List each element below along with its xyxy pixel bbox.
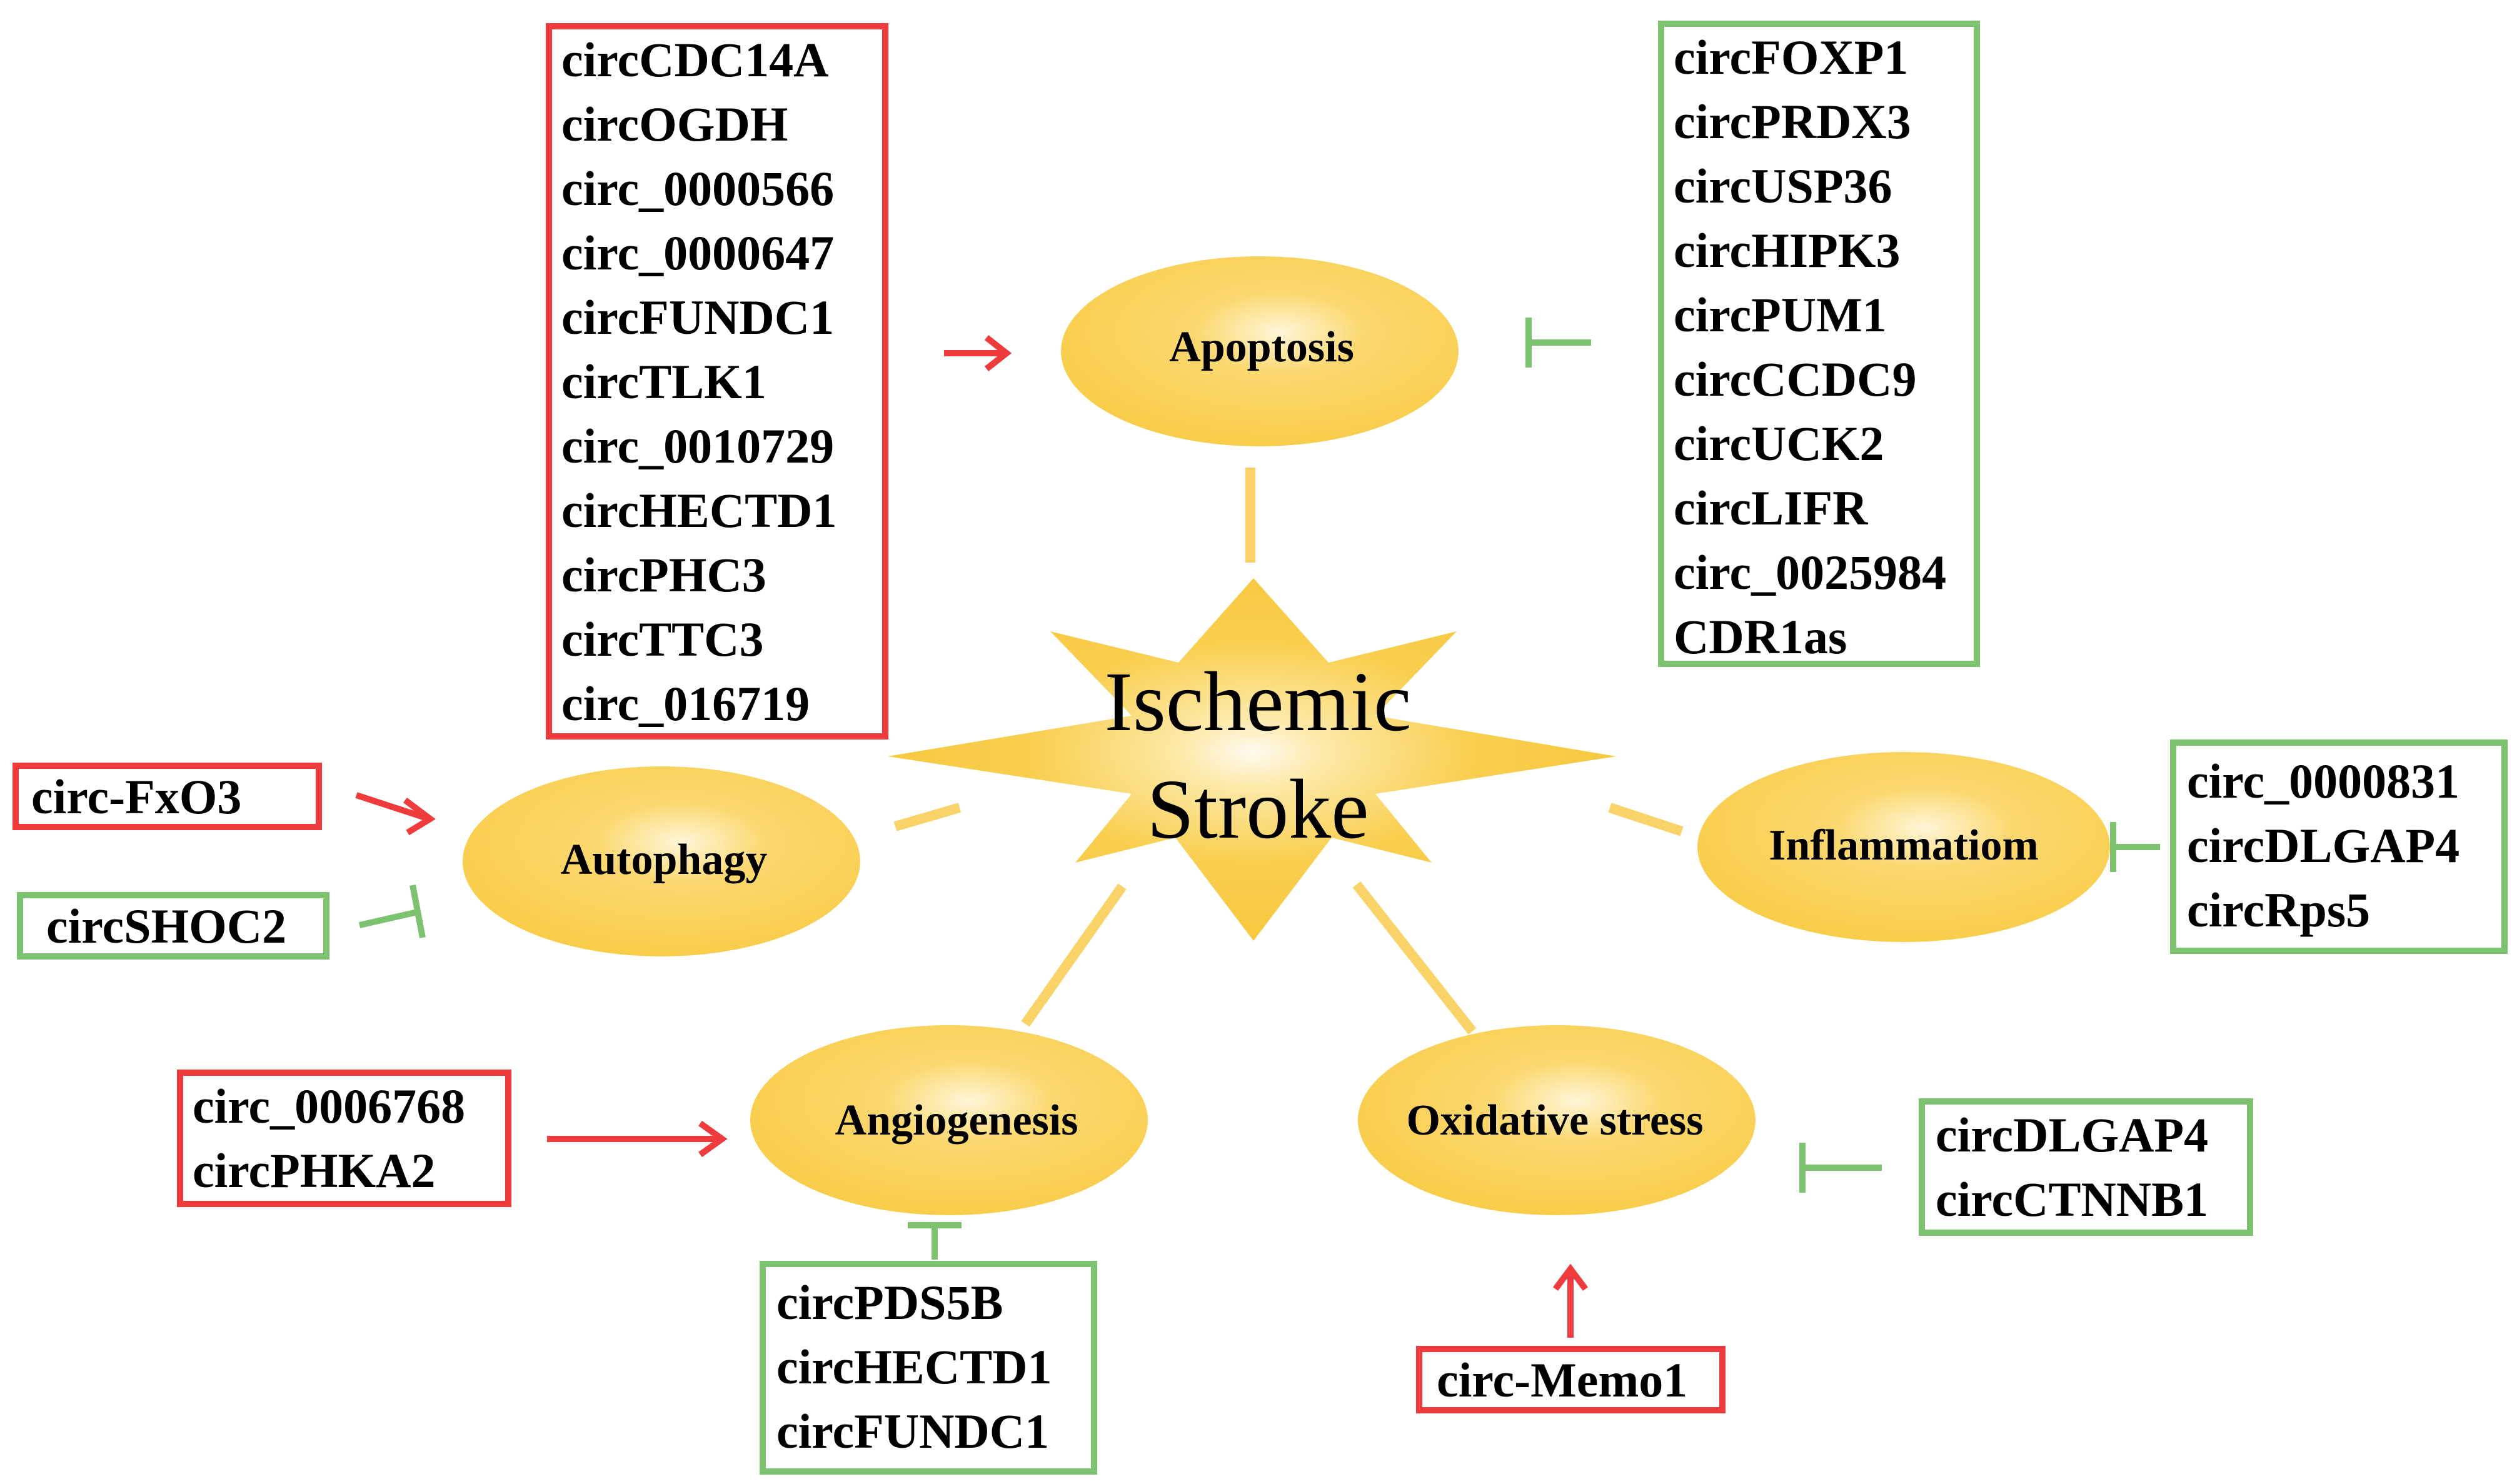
circrna-label: circ-FxO3 (31, 770, 241, 824)
box-angiogenesis-promote: circ_0006768 circPHKA2 (177, 1070, 511, 1207)
circrna-label: circPHC3 (561, 548, 766, 602)
circrna-label: circPUM1 (1674, 288, 1887, 342)
circrna-label: circLIFR (1674, 481, 1869, 535)
node-oxidative-label: Oxidative stress (1406, 1096, 1703, 1145)
box-frame (546, 23, 888, 739)
connector-oxidative (1352, 881, 1477, 1035)
box-autophagy-inhibit: circSHOC2 (17, 892, 329, 960)
circrna-label: circCDC14A (561, 33, 828, 87)
node-autophagy: Autophagy (463, 766, 860, 956)
node-apoptosis-label: Apoptosis (1169, 323, 1354, 371)
center-title-line1: Ischemic (1105, 655, 1412, 749)
inhibit-oxidative (1799, 1143, 1882, 1193)
circrna-label: circ_0000566 (561, 161, 834, 216)
connector-autophagy (893, 803, 962, 831)
box-oxidative-promote: circ-Memo1 (1416, 1346, 1726, 1413)
connector-inflammation (1608, 803, 1684, 836)
circrna-label: circOGDH (561, 97, 788, 151)
circrna-label: circPHKA2 (193, 1143, 435, 1198)
circrna-label: circFUNDC1 (561, 290, 834, 344)
box-frame (13, 763, 322, 830)
circrna-label: circTLK1 (561, 354, 766, 409)
node-apoptosis: Apoptosis (1061, 256, 1459, 446)
box-apoptosis-promote: circCDC14A circOGDH circ_0000566 circ_00006… (546, 23, 888, 739)
node-angiogenesis: Angiogenesis (750, 1025, 1148, 1215)
circrna-label: circFOXP1 (1674, 30, 1908, 84)
connector-angiogenesis (1021, 883, 1127, 1027)
circrna-label: circ_016719 (561, 676, 810, 731)
circrna-label: circPDS5B (776, 1275, 1003, 1330)
box-frame (1919, 1098, 2253, 1236)
circrna-label: circUCK2 (1674, 416, 1884, 471)
node-oxidative-stress: Oxidative stress (1358, 1025, 1756, 1215)
node-angiogenesis-shape (750, 1025, 1148, 1215)
box-oxidative-inhibit: circDLGAP4 circCTNNB1 (1919, 1098, 2253, 1236)
node-inflammation-label: Inflammatiom (1769, 821, 2039, 870)
circrna-label: circFUNDC1 (776, 1404, 1049, 1458)
circrna-label: circ_0010729 (561, 419, 834, 473)
circrna-label: circTTC3 (561, 612, 764, 666)
node-angiogenesis-label: Angiogenesis (835, 1096, 1078, 1145)
node-apoptosis-shape (1061, 256, 1459, 446)
box-frame (177, 1070, 511, 1207)
box-frame (2170, 739, 2508, 954)
arrow-apoptosis-promote (944, 335, 1012, 371)
circrna-label: circ_0000831 (2187, 754, 2459, 808)
ischemic-stroke-center: Ischemic Stroke (888, 578, 1616, 941)
circrna-label: circDLGAP4 (1936, 1108, 2208, 1162)
box-autophagy-promote: circ-FxO3 (13, 763, 322, 830)
inhibit-autophagy (358, 885, 426, 938)
regulation-markers (355, 318, 2160, 1338)
node-autophagy-shape (463, 766, 860, 956)
circrna-label: circPRDX3 (1674, 94, 1911, 149)
node-autophagy-label: Autophagy (561, 836, 768, 884)
center-title-line2: Stroke (1147, 763, 1369, 856)
node-inflammation: Inflammatiom (1697, 752, 2110, 942)
circrna-label: circHECTD1 (776, 1340, 1052, 1394)
arrow-oxidative-promote (1553, 1263, 1588, 1338)
circrna-label: CDR1as (1674, 609, 1847, 664)
node-oxidative-shape (1358, 1025, 1756, 1215)
circrna-label: circ_0000647 (561, 226, 834, 280)
circrna-label: circ-Memo1 (1437, 1353, 1687, 1407)
circrna-label: circDLGAP4 (2187, 818, 2459, 873)
circrna-label: circRps5 (2187, 883, 2370, 937)
arrow-autophagy-promote (355, 792, 436, 836)
box-inflammation-inhibit: circ_0000831 circDLGAP4 circRps5 (2170, 739, 2508, 954)
box-angiogenesis-inhibit: circPDS5B circHECTD1 circFUNDC1 (760, 1261, 1097, 1475)
circrna-label: circ_0025984 (1674, 545, 1946, 599)
arrow-angiogenesis-promote (547, 1120, 728, 1158)
circrna-label: circCTNNB1 (1936, 1172, 2208, 1226)
circrna-label: circHIPK3 (1674, 223, 1900, 278)
circrna-label: circHECTD1 (561, 483, 837, 538)
circrna-label: circSHOC2 (46, 899, 286, 953)
circrna-label: circCCDC9 (1674, 352, 1916, 406)
inhibit-inflammation (2110, 822, 2160, 872)
box-frame (760, 1261, 1097, 1475)
node-inflammation-shape (1697, 752, 2110, 942)
box-frame (1658, 21, 1980, 667)
box-frame (1416, 1346, 1726, 1413)
circrna-label: circUSP36 (1674, 159, 1892, 213)
center-connectors (893, 468, 1684, 1035)
box-apoptosis-inhibit: circFOXP1 circPRDX3 circUSP36 circHIPK3 circ… (1658, 21, 1980, 667)
inhibit-angiogenesis (908, 1222, 962, 1260)
inhibit-apoptosis (1525, 318, 1591, 368)
box-frame (17, 892, 329, 960)
circrna-label: circ_0006768 (193, 1079, 465, 1133)
center-star-shape (888, 578, 1616, 941)
circrna-boxes: circCDC14A circOGDH circ_0000566 circ_00006… (13, 21, 2508, 1475)
